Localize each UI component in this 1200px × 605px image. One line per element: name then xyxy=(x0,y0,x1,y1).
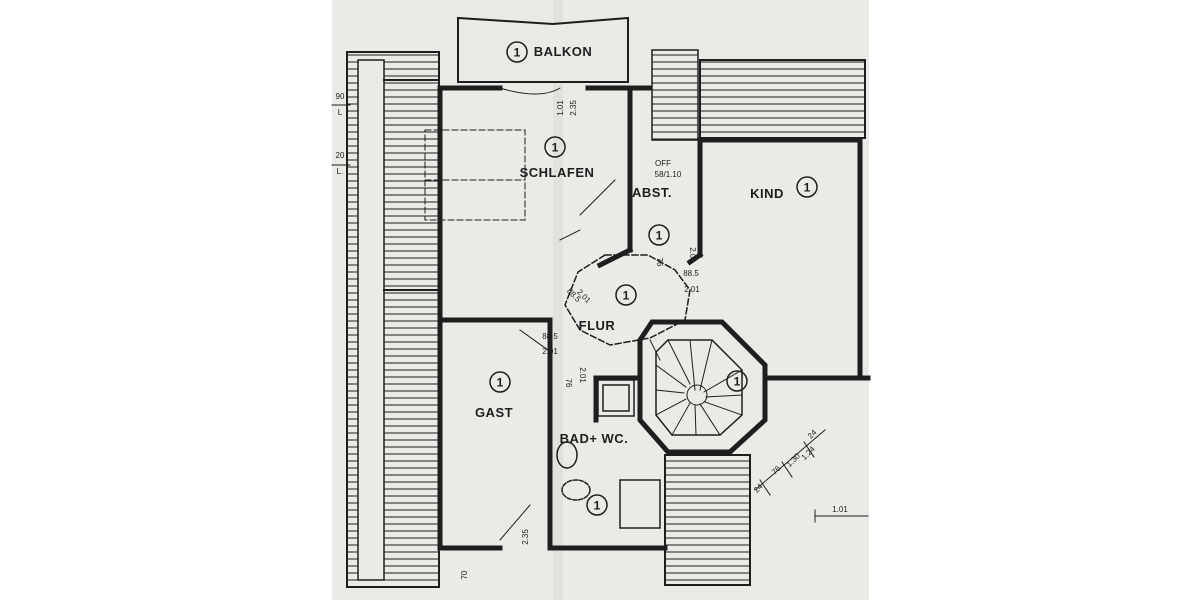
dimension-left-margin-1: 90 xyxy=(336,92,345,101)
left-exterior-stair xyxy=(346,51,440,588)
room-label-kind: KIND xyxy=(750,186,784,201)
dimension-kind-door-h: 2.01 xyxy=(684,285,700,294)
door-swings xyxy=(499,87,661,541)
dimension-left-margin-l1: L xyxy=(338,108,343,117)
upper-right-stair xyxy=(651,49,866,141)
dimension-abst-door-h: 2.01 xyxy=(688,247,697,263)
dimension-balkon-door: 1.01 xyxy=(556,100,565,116)
stair-dimension-lines xyxy=(754,429,869,523)
room-label-abst: ABST. xyxy=(632,185,672,200)
dimension-left-margin-2: 20 xyxy=(336,151,345,160)
room-label-flur: FLUR xyxy=(579,318,616,333)
dimension-right-edge: 1.01 xyxy=(832,505,848,514)
room-number-bad: 1 xyxy=(594,499,601,513)
dimension-gast-door-h: 2.01 xyxy=(542,347,558,356)
room-number-circle-balkon xyxy=(506,41,528,63)
dimension-kind-door-w: 88.5 xyxy=(683,269,699,278)
dimension-abst-door-w: 76 xyxy=(655,258,664,267)
room-number-circle-abst xyxy=(648,224,670,246)
dimension-balkon-door-h: 2.35 xyxy=(569,100,578,116)
dimension-bad-door-h: 2.01 xyxy=(578,367,587,383)
room-number-circle-gast xyxy=(489,371,511,393)
balkon-outline xyxy=(457,16,629,83)
dimension-bottom-left: 70 xyxy=(460,570,469,579)
room-number-flur: 1 xyxy=(623,289,630,303)
room-label-gast: GAST xyxy=(475,405,513,420)
room-label-balkon: BALKON xyxy=(534,44,593,59)
lower-stair xyxy=(664,454,751,586)
room-label-schlafen: SCHLAFEN xyxy=(520,165,595,180)
room-number-schlafen: 1 xyxy=(552,141,559,155)
room-number-treppe: 1 xyxy=(734,375,741,389)
left-margin-ticks xyxy=(331,104,351,166)
room-number-circle-flur xyxy=(615,284,637,306)
dimension-abst-opening-size: 58/1.10 xyxy=(655,170,682,179)
dimension-gast-window: 2.35 xyxy=(521,529,530,545)
room-number-gast: 1 xyxy=(497,376,504,390)
schlafen-bed xyxy=(424,129,526,221)
dimension-bad-door-w: 76 xyxy=(564,379,573,388)
room-number-circle-treppe xyxy=(726,370,748,392)
stair-tower xyxy=(637,319,768,455)
paper-fold xyxy=(553,0,563,600)
room-number-circle-kind xyxy=(796,176,818,198)
flur-outline xyxy=(564,254,691,346)
room-number-abst: 1 xyxy=(656,229,663,243)
room-number-circle-bad xyxy=(586,494,608,516)
dimension-abst-opening: OFF xyxy=(655,159,671,168)
dimension-gast-door-w: 88.5 xyxy=(542,332,558,341)
bathroom-fixtures xyxy=(556,379,661,529)
room-label-bad: BAD+ WC. xyxy=(560,431,629,446)
room-number-kind: 1 xyxy=(804,181,811,195)
room-number-circle-schlafen xyxy=(544,136,566,158)
wall-outline xyxy=(437,85,871,551)
dimension-left-margin-l2: L. xyxy=(337,167,344,176)
room-number-balkon: 1 xyxy=(514,46,521,60)
